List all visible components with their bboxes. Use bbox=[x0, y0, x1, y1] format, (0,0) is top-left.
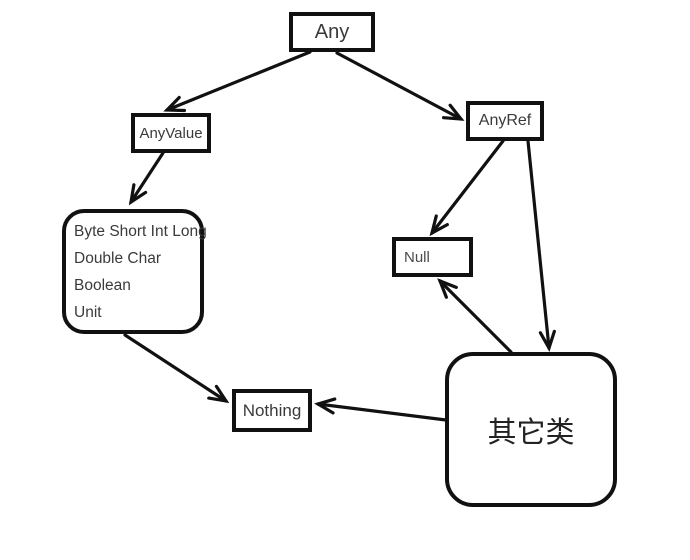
edge-valuetypes-nothing bbox=[123, 333, 230, 404]
value-types-line: Byte Short Int Long bbox=[74, 222, 207, 240]
edge-anyref-other bbox=[526, 139, 556, 352]
edge-anyref-null bbox=[429, 139, 505, 237]
edge-any-anyref bbox=[335, 51, 465, 121]
node-any: Any bbox=[289, 12, 375, 52]
edge-other-null bbox=[437, 278, 513, 354]
node-other-classes: 其它类 bbox=[445, 352, 617, 507]
node-any-label: Any bbox=[314, 20, 350, 43]
node-other-classes-label: 其它类 bbox=[487, 416, 575, 449]
node-value-types: Byte Short Int Long Double Char Boolean … bbox=[62, 209, 207, 334]
edge-any-anyvalue bbox=[163, 50, 312, 113]
node-null: Null bbox=[392, 237, 473, 277]
node-nothing: Nothing bbox=[232, 389, 312, 432]
node-anyvalue: AnyValue bbox=[131, 113, 211, 153]
edge-other-nothing bbox=[314, 397, 448, 422]
value-types-line: Boolean bbox=[74, 276, 131, 294]
value-types-line: Unit bbox=[74, 303, 102, 321]
node-anyref: AnyRef bbox=[466, 101, 544, 141]
node-nothing-label: Nothing bbox=[242, 400, 302, 420]
node-null-label: Null bbox=[404, 248, 430, 266]
value-types-line: Double Char bbox=[74, 249, 162, 267]
node-anyvalue-label: AnyValue bbox=[139, 124, 203, 142]
node-anyref-label: AnyRef bbox=[478, 112, 532, 129]
edge-anyvalue-valuetypes bbox=[128, 151, 165, 206]
